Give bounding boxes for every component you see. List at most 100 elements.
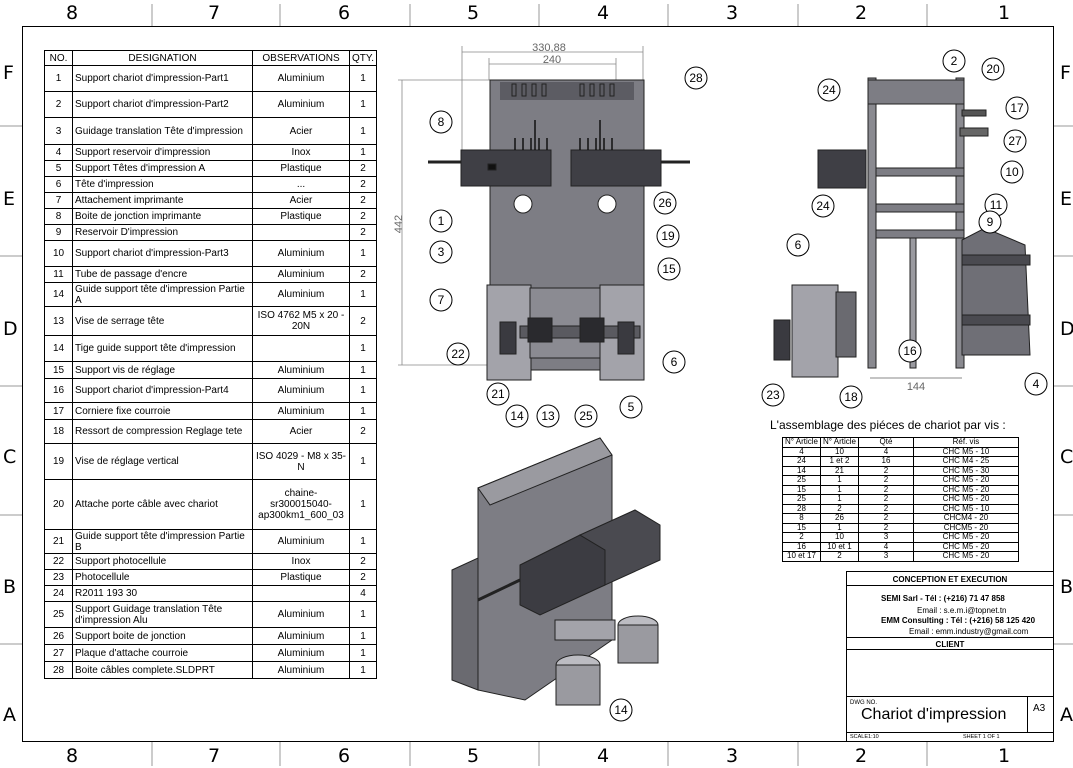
scale-label: SCALE1:10	[850, 734, 879, 740]
balloon	[662, 350, 686, 374]
bom-cell-designation: Guidage translation Tête d'impression	[72, 117, 253, 145]
bom-cell-qty: 1	[348, 443, 378, 480]
bom-cell-observations: Aluminium	[252, 91, 350, 118]
balloon-number: 7	[438, 293, 445, 307]
bom-cell-qty: 2	[348, 306, 378, 336]
bom-cell-observations: Aluminium	[252, 529, 350, 554]
screw-table-title: L'assemblage des piéces de chariot par v…	[770, 418, 1006, 432]
balloon	[574, 404, 598, 428]
screw-cell: 10	[819, 532, 859, 543]
bom-cell-qty: 1	[348, 335, 378, 362]
screw-cell: 2	[819, 551, 859, 562]
bom-cell-designation: Ressort de compression Reglage tete	[72, 419, 253, 444]
balloon	[817, 78, 841, 102]
balloon-number: 3	[438, 245, 445, 259]
balloon-number: 2	[951, 54, 958, 68]
zone-bottom-3: 3	[726, 745, 739, 767]
dwg-no-label: DWG NO.	[850, 700, 877, 706]
zone-left-B: B	[3, 576, 17, 598]
screw-cell: 16	[857, 456, 914, 467]
bom-cell-qty: 2	[348, 208, 378, 225]
zone-top-5: 5	[467, 2, 480, 24]
bom-cell-no: 20	[44, 479, 73, 530]
balloon-number: 9	[987, 215, 994, 229]
bom-cell-no: 16	[44, 378, 73, 403]
screw-cell: 3	[857, 532, 914, 543]
bom-cell-qty: 1	[348, 661, 378, 679]
balloon-number: 19	[661, 229, 675, 243]
bom-cell-designation: Guide support tête d'impression Partie B	[72, 529, 253, 554]
balloon-number: 5	[628, 400, 635, 414]
bom-cell-observations: Aluminium	[252, 661, 350, 679]
zone-left-A: A	[3, 704, 16, 726]
dim-240: 240	[543, 54, 561, 66]
zone-right-A: A	[1060, 704, 1073, 726]
bom-cell-designation: Support chariot d'impression-Part2	[72, 91, 253, 118]
balloon	[978, 210, 1002, 234]
zone-top-7: 7	[208, 2, 221, 24]
sheet-size: A3	[1033, 703, 1046, 714]
balloon-number: 11	[990, 198, 1003, 212]
balloon	[942, 49, 966, 73]
balloon-number: 15	[662, 262, 676, 276]
junction-box-left	[460, 149, 552, 187]
side-view	[773, 77, 1031, 379]
balloon-number: 21	[491, 387, 505, 401]
balloon-number: 24	[822, 83, 836, 97]
title-block-header: CONCEPTION ET EXECUTION	[892, 575, 1008, 584]
drawing-frame	[22, 26, 1054, 742]
bom-cell-qty: 1	[348, 91, 378, 118]
balloon	[898, 339, 922, 363]
balloon	[429, 209, 453, 233]
dim-144: 144	[907, 381, 925, 393]
balloon	[619, 395, 643, 419]
balloon-number: 27	[1008, 134, 1022, 148]
screw-cell: 25	[782, 475, 821, 486]
zone-left-E: E	[3, 188, 16, 210]
screw-cell: 8	[782, 513, 821, 524]
balloon-number: 8	[438, 115, 445, 129]
zone-top-1: 1	[998, 2, 1011, 24]
emm-email: Email : emm.industry@gmail.com	[909, 627, 1029, 636]
screw-cell: 25	[782, 494, 821, 505]
bom-cell-observations: Aluminium	[252, 65, 350, 92]
zone-top-6: 6	[338, 2, 351, 24]
screw-header-article1: N° Article	[782, 437, 821, 448]
ink-tank	[961, 227, 1031, 356]
bom-cell-designation: Boite câbles complete.SLDPRT	[72, 661, 253, 679]
balloon	[1024, 372, 1048, 396]
balloon-number: 1	[438, 214, 445, 228]
iso-box-right	[578, 509, 661, 586]
bom-cell-observations: Acier	[252, 419, 350, 444]
zone-left-D: D	[3, 318, 18, 340]
zone-left-F: F	[3, 62, 14, 84]
balloon-number: 16	[903, 344, 917, 358]
balloon	[839, 385, 863, 409]
bom-cell-no: 25	[44, 601, 73, 628]
screw-header-qty: Qté	[857, 437, 914, 448]
side-junction-box	[817, 149, 867, 189]
screw-cell: CHC M5 - 20	[912, 475, 1019, 486]
balloon-number: 17	[1010, 101, 1024, 115]
screw-cell: 10 et 17	[782, 551, 821, 562]
balloon-number: 6	[795, 238, 802, 252]
sheet-label: SHEET 1 OF 1	[963, 734, 1000, 740]
bom-cell-qty: 1	[348, 240, 378, 267]
screw-cell: 1 et 2	[819, 456, 859, 467]
balloon	[684, 66, 708, 90]
